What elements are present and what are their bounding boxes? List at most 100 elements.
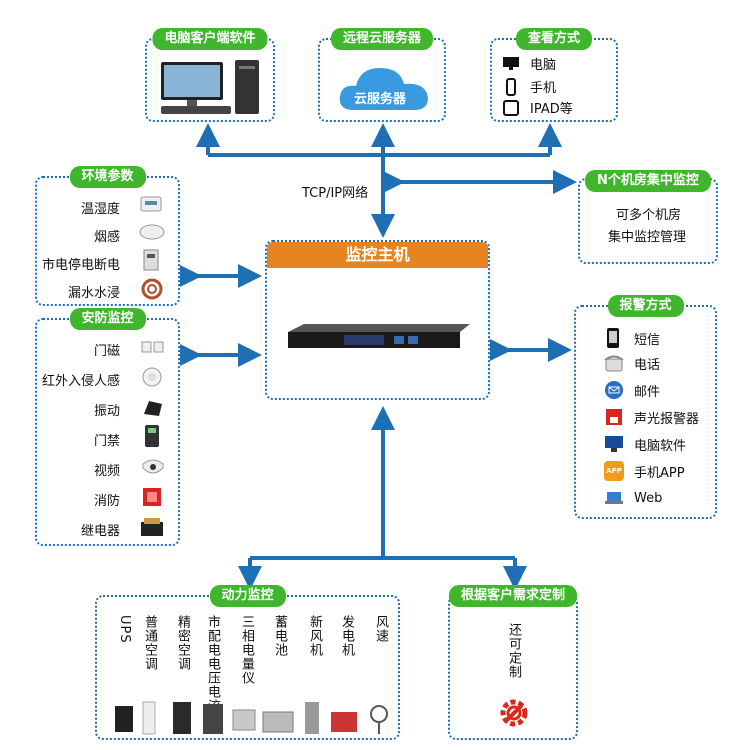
distribution-icon: [203, 704, 223, 734]
alarm-item-sms: 短信: [604, 327, 660, 349]
n-room-line-1: 可多个机房: [616, 208, 682, 223]
access-control-icon: [145, 425, 159, 447]
alarm-item-email: 邮件: [604, 380, 660, 400]
env-item: 市电停电断电: [41, 258, 120, 273]
app-icon: APP: [604, 461, 624, 481]
power-item: 发电机: [339, 615, 354, 657]
custom-text: 还可定制: [506, 623, 521, 679]
security-item: 视频: [93, 464, 120, 479]
meter-icon: [232, 709, 256, 731]
fire-alarm-icon: [143, 488, 161, 506]
pc-software-icon: [605, 436, 623, 452]
security-item: 振动: [93, 404, 120, 419]
alarm-item-siren: 声光报警器: [604, 407, 699, 427]
client-title: 电脑客户端软件: [152, 28, 268, 50]
cloud-box: 远程云服务器 云服务器: [318, 28, 446, 122]
env-item: 烟感: [93, 230, 120, 245]
monitoring-host-device-icon: [288, 324, 470, 348]
view-item-phone: 手机: [502, 77, 556, 96]
ac-icon: [142, 701, 156, 735]
security-item: 门禁: [93, 434, 120, 449]
precision-ac-icon: [173, 702, 191, 734]
cloud-title: 远程云服务器: [330, 28, 434, 50]
power-sensor-icon: [143, 249, 159, 271]
view-box: 查看方式 电脑 手机 IPAD等: [490, 28, 618, 122]
telephone-icon: [604, 355, 624, 372]
fresh-air-icon: [305, 702, 319, 734]
alarm-item-phone: 电话: [604, 353, 660, 373]
alarm-box: 报警方式 短信 电话 邮件 声光报警器 电脑软件 APP 手机APP Web: [574, 295, 717, 519]
view-item-label: 电脑: [530, 58, 557, 73]
view-item-pc: 电脑: [502, 54, 556, 73]
host-title: 监控主机: [267, 242, 488, 268]
web-laptop-icon: [605, 492, 623, 504]
view-item-label: IPAD等: [530, 102, 573, 117]
security-item: 继电器: [80, 524, 120, 539]
alarm-title: 报警方式: [607, 295, 684, 317]
cloud-label: 云服务器: [354, 92, 407, 107]
security-title: 安防监控: [69, 308, 146, 330]
alarm-item-label: Web: [634, 490, 663, 506]
alarm-item-app: APP 手机APP: [604, 461, 685, 481]
power-item: 市配电电压电流: [205, 615, 220, 713]
vibration-sensor-icon: [144, 401, 162, 416]
infrared-sensor-icon: [142, 367, 162, 387]
sms-phone-icon: [607, 328, 619, 348]
tablet-icon: [503, 99, 519, 116]
smoke-detector-icon: [139, 224, 165, 240]
gear-wrench-icon: [500, 699, 528, 727]
alarm-item-label: 声光报警器: [634, 411, 700, 427]
power-item: 三相电量仪: [239, 615, 254, 685]
power-box: 动力监控 UPS 普通空调 精密空调 市配电电压电流 三相电量仪 蓄电池 新风机…: [95, 585, 400, 740]
env-item: 温湿度: [80, 202, 120, 217]
siren-icon: [606, 409, 622, 425]
power-item: 普通空调: [142, 615, 157, 671]
alarm-item-pc: 电脑软件: [604, 434, 686, 454]
desktop-computer-icon: [161, 60, 259, 114]
phone-icon: [506, 77, 516, 96]
temperature-sensor-icon: [140, 196, 162, 212]
view-title: 查看方式: [515, 28, 593, 50]
n-room-box: N个机房集中监控 可多个机房 集中监控管理: [578, 170, 718, 264]
cloud-icon: [339, 68, 428, 110]
env-title: 环境参数: [69, 166, 146, 188]
water-leak-cable-icon: [141, 278, 163, 300]
power-item: 精密空调: [175, 615, 190, 671]
power-equipment-icons: [115, 701, 388, 735]
view-item-label: 手机: [530, 81, 557, 96]
custom-title: 根据客户需求定制: [448, 585, 578, 607]
ups-icon: [115, 706, 133, 732]
anemometer-icon: [370, 705, 388, 723]
power-item: 蓄电池: [272, 615, 287, 657]
power-item: 新风机: [307, 615, 322, 657]
n-room-title: N个机房集中监控: [585, 170, 711, 192]
power-item: UPS: [117, 615, 132, 644]
client-box: 电脑客户端软件: [145, 28, 275, 122]
security-item: 消防: [93, 494, 120, 509]
host-box: 监控主机: [265, 240, 490, 400]
camera-icon: [142, 459, 164, 474]
alarm-item-label: 短信: [634, 332, 661, 348]
n-room-line-2: 集中监控管理: [608, 230, 687, 245]
env-item: 漏水水浸: [67, 286, 120, 301]
env-box: 环境参数 温湿度 烟感 市电停电断电 漏水水浸: [35, 166, 180, 306]
battery-icon: [262, 711, 294, 733]
alarm-item-label: 电脑软件: [634, 438, 687, 454]
door-contact-icon: [141, 341, 164, 353]
alarm-item-label: 电话: [634, 357, 661, 373]
power-item: 风速: [373, 615, 388, 643]
monitor-icon: [503, 56, 519, 70]
alarm-item-web: Web: [604, 488, 662, 508]
alarm-item-label: 邮件: [634, 384, 661, 400]
custom-box: 根据客户需求定制 还可定制: [448, 585, 578, 740]
security-item: 门磁: [93, 344, 120, 359]
power-title: 动力监控: [209, 585, 286, 607]
alarm-item-label: 手机APP: [634, 465, 685, 481]
security-box: 安防监控 门磁 红外入侵人感 振动 门禁 视频 消防 继电器: [35, 308, 180, 546]
security-item: 红外入侵人感: [41, 374, 120, 389]
network-label: TCP/IP网络: [302, 186, 369, 201]
generator-icon: [331, 712, 357, 732]
view-item-ipad: IPAD等: [502, 98, 573, 117]
email-icon: [605, 381, 623, 399]
